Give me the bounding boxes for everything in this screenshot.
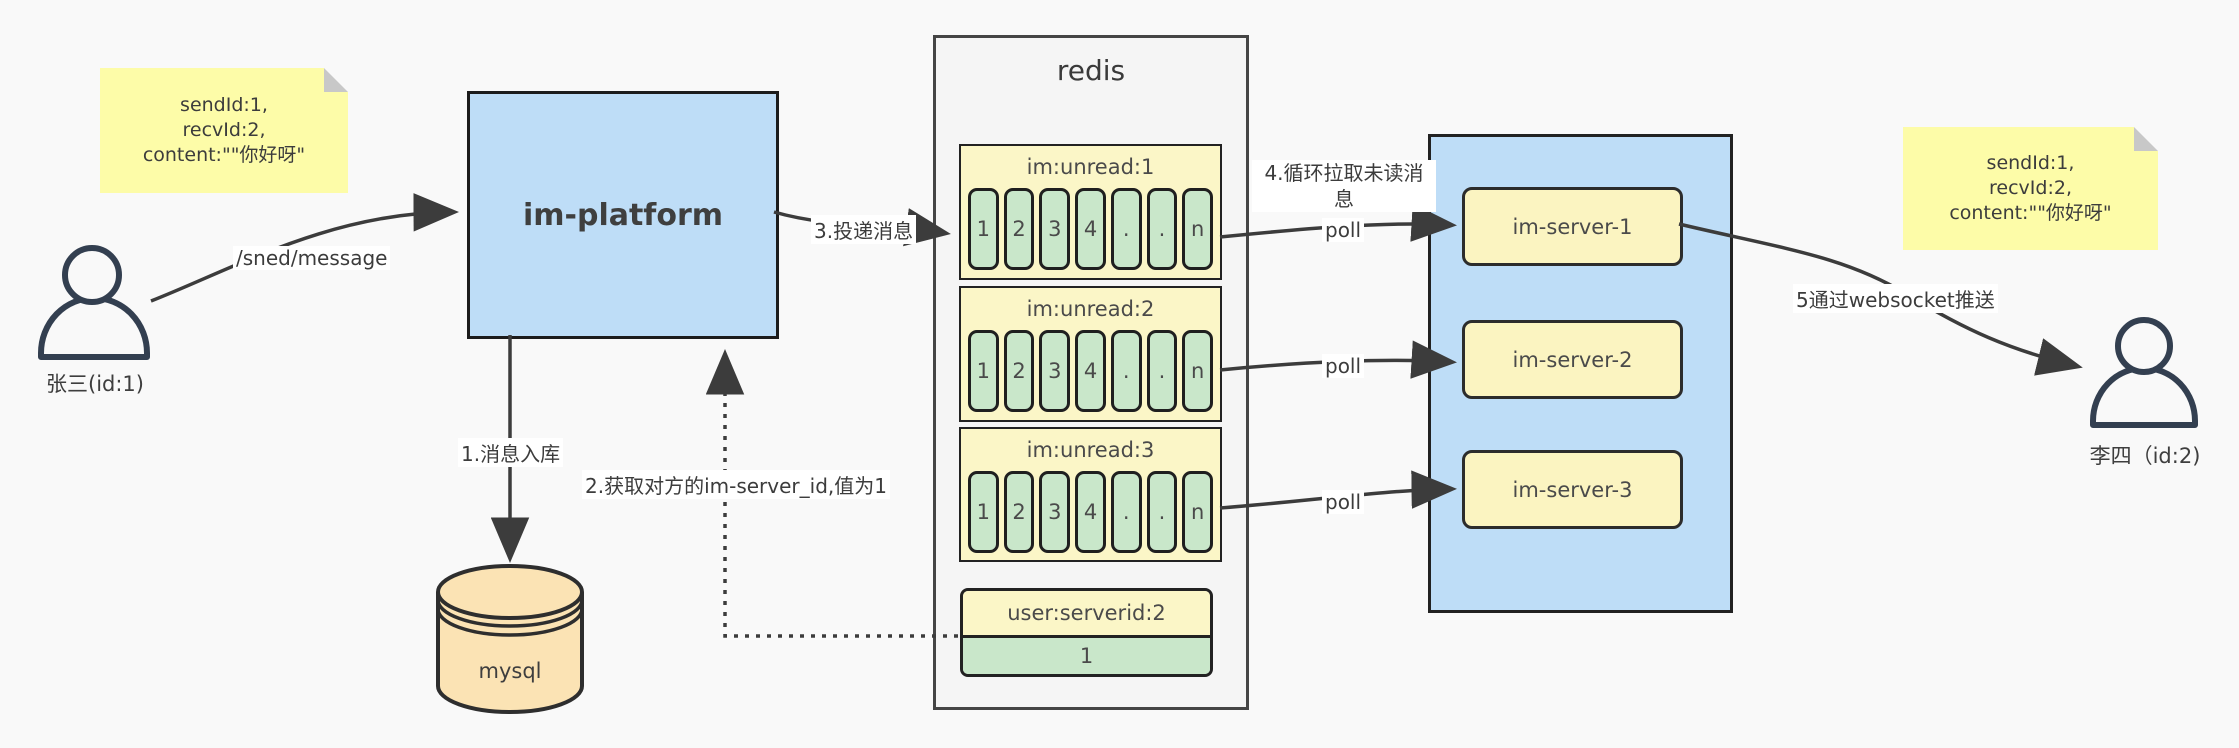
receiver-user-icon: [2090, 317, 2198, 428]
im-server-box-3: im-server-3: [1462, 450, 1683, 529]
queue-cell: 4: [1075, 471, 1106, 553]
receiver-label: 李四（id:2): [2089, 444, 2201, 468]
queue-cell: 1: [968, 471, 999, 553]
queue-im-unread-3: im:unread:3 1 2 3 4 . . n: [959, 427, 1222, 562]
edge-label-step5: 5通过websocket推送: [1793, 284, 1998, 313]
queue-cell: .: [1110, 471, 1142, 553]
user-serverid-header: user:serverid:2: [963, 591, 1210, 638]
im-server-label: im-server-1: [1512, 214, 1633, 239]
queue-cell: .: [1110, 188, 1142, 270]
edge-label-step4: 4.循环拉取未读消息: [1252, 160, 1436, 212]
queue-cell: .: [1146, 188, 1178, 270]
edge-label-poll-1: poll: [1322, 218, 1365, 242]
queue-cells: 1 2 3 4 . . n: [961, 188, 1220, 270]
edge-label-step2: 2.获取对方的im-server_id,值为1: [582, 470, 890, 499]
note-line: content:""你好呀": [142, 144, 306, 166]
queue-cell: .: [1146, 471, 1178, 553]
queue-cell: 2: [1003, 471, 1035, 553]
queue-cell: .: [1146, 330, 1178, 412]
note-sender: sendId:1, recvId:2, content:""你好呀": [100, 68, 348, 193]
im-platform-box: im-platform: [467, 91, 779, 339]
user-serverid-value: 1: [963, 638, 1210, 674]
queue-cell: 4: [1075, 330, 1106, 412]
mysql-database: mysql: [436, 564, 584, 714]
note-line: recvId:2,: [182, 119, 266, 141]
queue-cells: 1 2 3 4 . . n: [961, 471, 1220, 553]
queue-cell: 1: [968, 330, 999, 412]
queue-cells: 1 2 3 4 . . n: [961, 330, 1220, 412]
queue-cell: 2: [1003, 188, 1035, 270]
im-server-label: im-server-2: [1512, 347, 1633, 372]
note-line: sendId:1,: [1986, 152, 2075, 174]
queue-cell: n: [1182, 188, 1214, 270]
queue-cell: n: [1182, 330, 1214, 412]
queue-im-unread-1: im:unread:1 1 2 3 4 . . n: [959, 144, 1222, 280]
note-receiver: sendId:1, recvId:2, content:""你好呀": [1903, 127, 2158, 250]
edge-label-step1: 1.消息入库: [458, 438, 564, 467]
im-server-label: im-server-3: [1512, 477, 1633, 502]
queue-cell: 2: [1003, 330, 1035, 412]
queue-cell: 3: [1039, 188, 1071, 270]
mysql-label: mysql: [479, 659, 542, 683]
sender-label: 张三(id:1): [46, 372, 144, 396]
queue-cell: 3: [1039, 330, 1071, 412]
queue-cell: 3: [1039, 471, 1071, 553]
queue-header: im:unread:3: [1026, 438, 1155, 462]
sender-user-icon: [38, 245, 150, 360]
queue-header: im:unread:1: [1026, 155, 1155, 179]
edge-label-poll-2: poll: [1322, 354, 1365, 378]
edge-label-poll-3: poll: [1322, 490, 1365, 514]
redis-title: redis: [1056, 54, 1126, 87]
im-server-box-2: im-server-2: [1462, 320, 1683, 399]
note-line: recvId:2,: [1989, 177, 2072, 199]
note-line: content:""你好呀": [1949, 202, 2112, 224]
im-platform-label: im-platform: [522, 197, 724, 233]
user-serverid-box: user:serverid:2 1: [960, 588, 1213, 677]
queue-cell: .: [1110, 330, 1142, 412]
edge-label-step3: 3.投递消息: [811, 215, 917, 244]
queue-cell: 4: [1075, 188, 1106, 270]
note-fold-icon: [324, 68, 348, 92]
queue-cell: n: [1182, 471, 1214, 553]
note-fold-icon: [2134, 127, 2158, 151]
im-server-box-1: im-server-1: [1462, 187, 1683, 266]
queue-cell: 1: [968, 188, 999, 270]
note-line: sendId:1,: [180, 94, 268, 116]
queue-header: im:unread:2: [1026, 297, 1155, 321]
queue-im-unread-2: im:unread:2 1 2 3 4 . . n: [959, 286, 1222, 422]
edge-label-send: /sned/message: [233, 246, 391, 270]
